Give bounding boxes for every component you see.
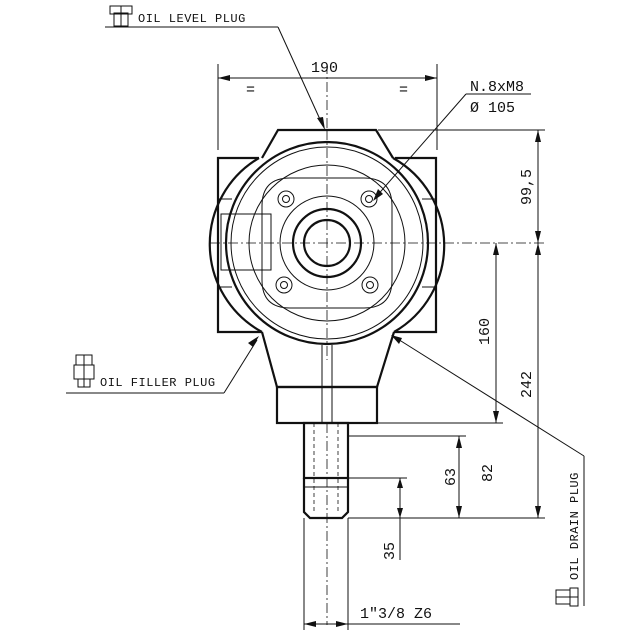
dim-63-text: 63 (443, 468, 460, 486)
dim-63 (348, 477, 407, 518)
dim-35-text: 35 (382, 542, 399, 560)
oil-drain-plug-label: OIL DRAIN PLUG (568, 472, 582, 580)
width-dimension (217, 64, 438, 150)
width-dimension-text: 190 (311, 60, 338, 77)
bolt-spec-text: N.8xM8 (470, 79, 524, 96)
oil-level-plug-label: OIL LEVEL PLUG (138, 12, 246, 26)
bolt-hole-top-right-icon (360, 190, 378, 208)
equal-left-mark: = (246, 82, 255, 99)
dim-82-text: 82 (480, 464, 497, 482)
oil-filler-plug-label: OIL FILLER PLUG (100, 376, 216, 390)
bolt-hole-bottom-right-icon (361, 276, 379, 294)
dim-99-5 (378, 129, 545, 243)
center-lines (210, 130, 545, 625)
dim-99-5-text: 99,5 (519, 169, 536, 205)
bolt-circle-text: Ø 105 (470, 100, 515, 117)
oil-level-plug-icon (109, 5, 133, 27)
bolt-hole-top-left-icon (277, 190, 295, 208)
oil-drain-plug-leader (392, 335, 585, 457)
shaft-spec-dimension (303, 518, 460, 630)
equal-right-mark: = (399, 82, 408, 99)
bolt-hole-bottom-left-icon (275, 276, 293, 294)
dim-82 (348, 435, 466, 518)
dim-160-text: 160 (477, 318, 494, 345)
oil-filler-plug-icon (73, 354, 95, 388)
dim-242-text: 242 (519, 371, 536, 398)
dim-242 (348, 243, 545, 519)
shaft-spec-text: 1"3/8 Z6 (360, 606, 432, 623)
bolt-holes (275, 190, 379, 294)
oil-drain-plug-icon (555, 587, 579, 607)
output-shaft (302, 421, 350, 520)
dim-160 (348, 243, 503, 424)
